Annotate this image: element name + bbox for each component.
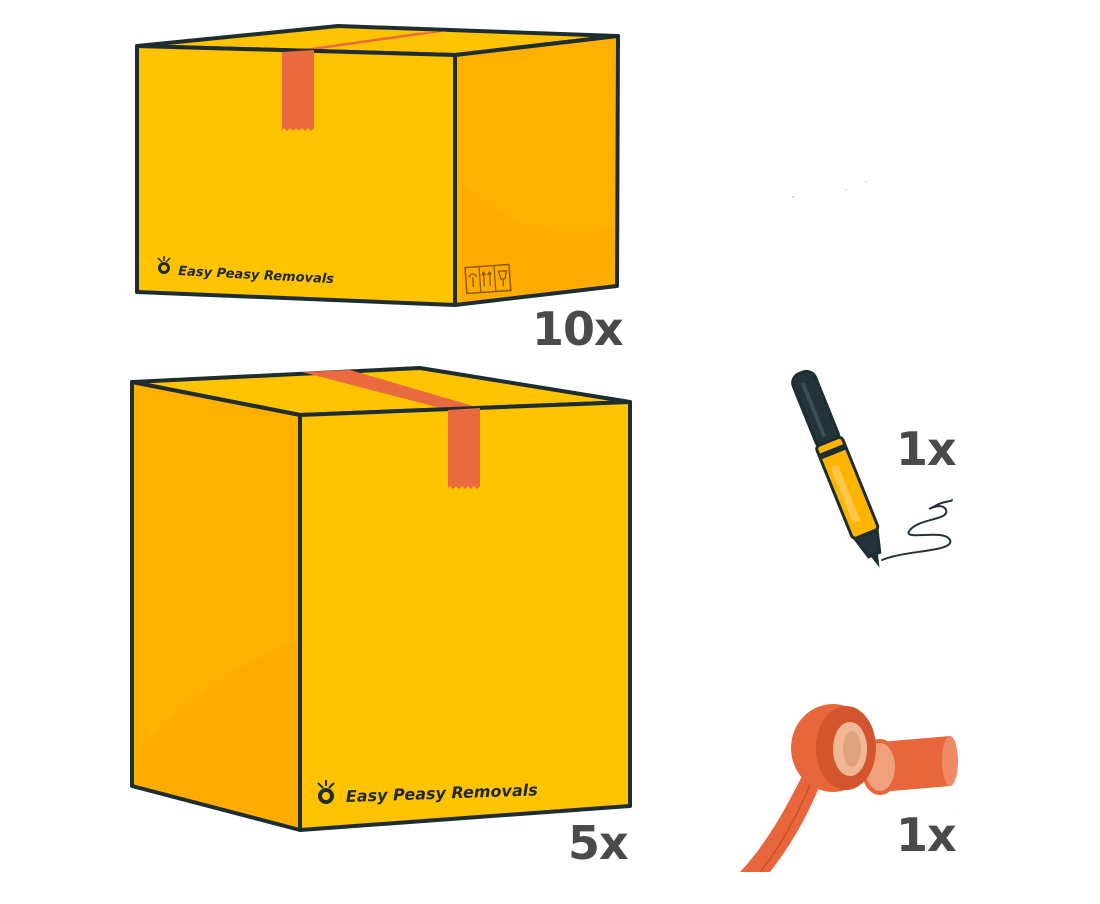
handling-symbols-icon — [464, 263, 512, 295]
brand-logo-icon — [157, 256, 171, 274]
decorative-specks — [792, 181, 867, 198]
marker-quantity: 1x — [896, 422, 957, 476]
marker-pen-icon — [791, 369, 882, 568]
brand-logo-icon — [317, 780, 335, 804]
large-box-quantity: 5x — [568, 816, 629, 870]
scribble-line — [881, 499, 953, 561]
small-box-quantity: 10x — [532, 302, 624, 356]
small-box-illustration: Easy Peasy Removals — [135, 24, 620, 307]
large-box-illustration: Easy Peasy Removals — [130, 366, 632, 832]
tape-quantity: 1x — [896, 808, 957, 862]
packing-tape-icon — [740, 704, 958, 873]
